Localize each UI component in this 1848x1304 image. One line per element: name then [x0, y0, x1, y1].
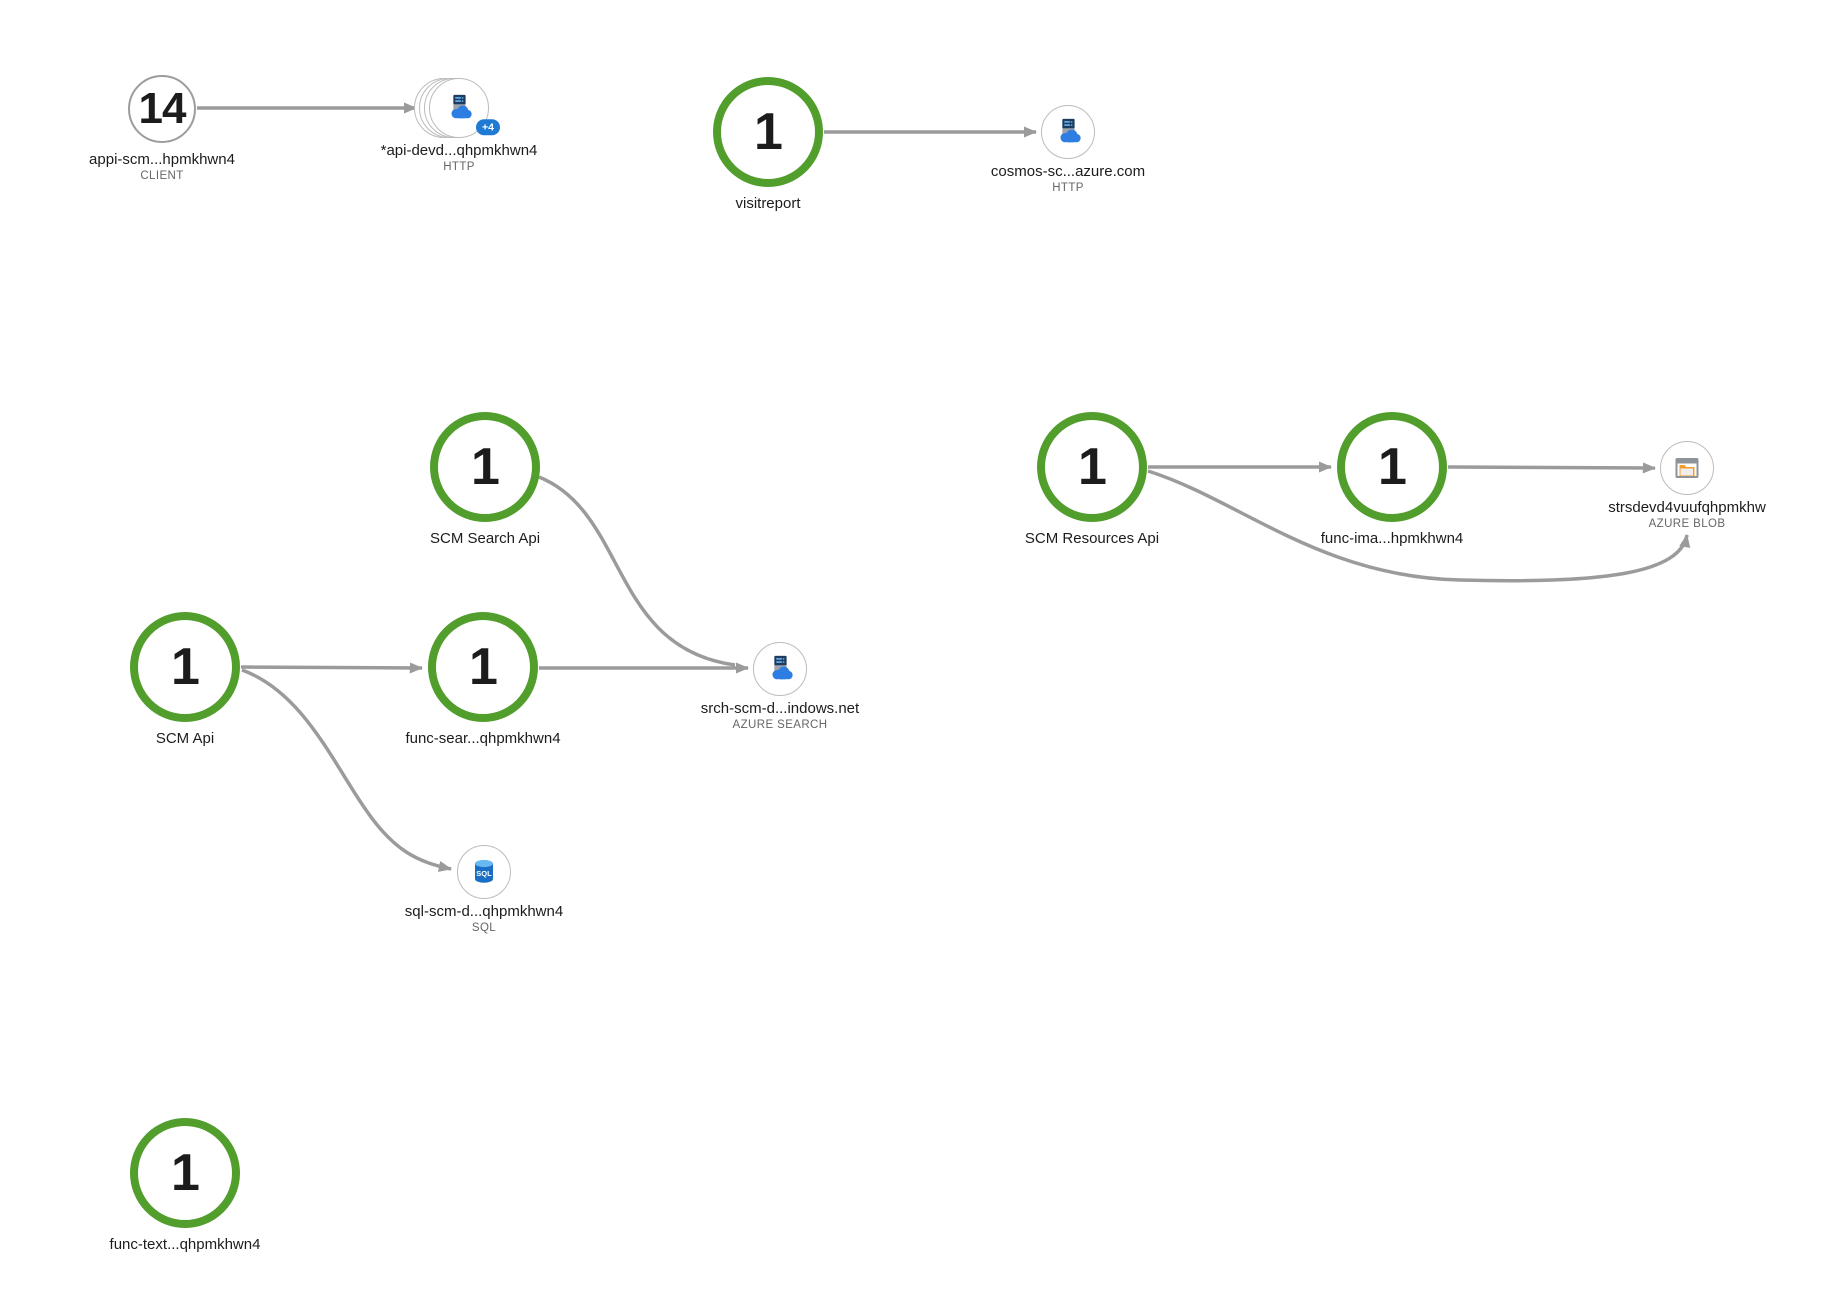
edge-scm-api-to-sql-scm[interactable]: [241, 668, 453, 872]
node-category: AZURE SEARCH: [732, 719, 828, 731]
server-cloud-icon: [1053, 117, 1083, 147]
node-label: SCM Resources Api: [1024, 530, 1160, 547]
node-label: func-text...qhpmkhwn4: [109, 1236, 261, 1253]
node-circle: [1041, 105, 1095, 159]
edge-func-ima-to-strsdevd[interactable]: [1447, 462, 1657, 474]
edge-scm-api-to-func-sear[interactable]: [240, 662, 424, 674]
node-circle: 14: [128, 75, 196, 143]
node-label: cosmos-sc...azure.com: [990, 163, 1146, 180]
node-count: 1: [1378, 438, 1407, 496]
node-circle: 1: [713, 77, 823, 187]
server-cloud-icon: [444, 93, 474, 123]
blob-icon: [1674, 455, 1700, 481]
node-category: HTTP: [1052, 182, 1084, 194]
node-count: 1: [1078, 438, 1107, 496]
node-circle: 1: [130, 1118, 240, 1228]
node-count: 1: [754, 103, 783, 161]
edge-scm-resources-api-to-strsdevd[interactable]: [1147, 469, 1691, 583]
node-label: appi-scm...hpmkhwn4: [89, 151, 235, 168]
node-circle: [753, 642, 807, 696]
node-category: AZURE BLOB: [1648, 518, 1726, 530]
node-count: 1: [171, 638, 200, 696]
node-label: SCM Search Api: [429, 530, 541, 547]
server-cloud-icon: [765, 654, 795, 684]
node-circle: 1: [430, 412, 540, 522]
node-count: 1: [469, 638, 498, 696]
node-circle: 1: [1037, 412, 1147, 522]
node-category: HTTP: [443, 161, 475, 173]
node-count: 1: [471, 438, 500, 496]
node-circle: 1: [428, 612, 538, 722]
node-label: *api-devd...qhpmkhwn4: [380, 142, 538, 159]
node-label: visitreport: [735, 195, 801, 212]
node-circle: 1: [130, 612, 240, 722]
node-count: 14: [138, 84, 187, 133]
node-category: CLIENT: [140, 170, 184, 182]
node-circle: [1660, 441, 1714, 495]
node-label: func-ima...hpmkhwn4: [1320, 530, 1464, 547]
node-category: SQL: [471, 922, 497, 934]
sql-icon: SQL: [471, 858, 497, 886]
node-label: srch-scm-d...indows.net: [700, 700, 860, 717]
grouped-count-badge: +4: [476, 119, 500, 135]
node-count: 1: [171, 1144, 200, 1202]
edge-scm-search-api-to-srch-scm[interactable]: [538, 475, 736, 667]
node-circle: 1: [1337, 412, 1447, 522]
node-label: SCM Api: [155, 730, 215, 747]
node-label: sql-scm-d...qhpmkhwn4: [404, 903, 564, 920]
node-circle: SQL: [457, 845, 511, 899]
node-label: func-sear...qhpmkhwn4: [405, 730, 561, 747]
svg-text:SQL: SQL: [476, 869, 492, 878]
node-label: strsdevd4vuufqhpmkhw: [1608, 499, 1766, 516]
